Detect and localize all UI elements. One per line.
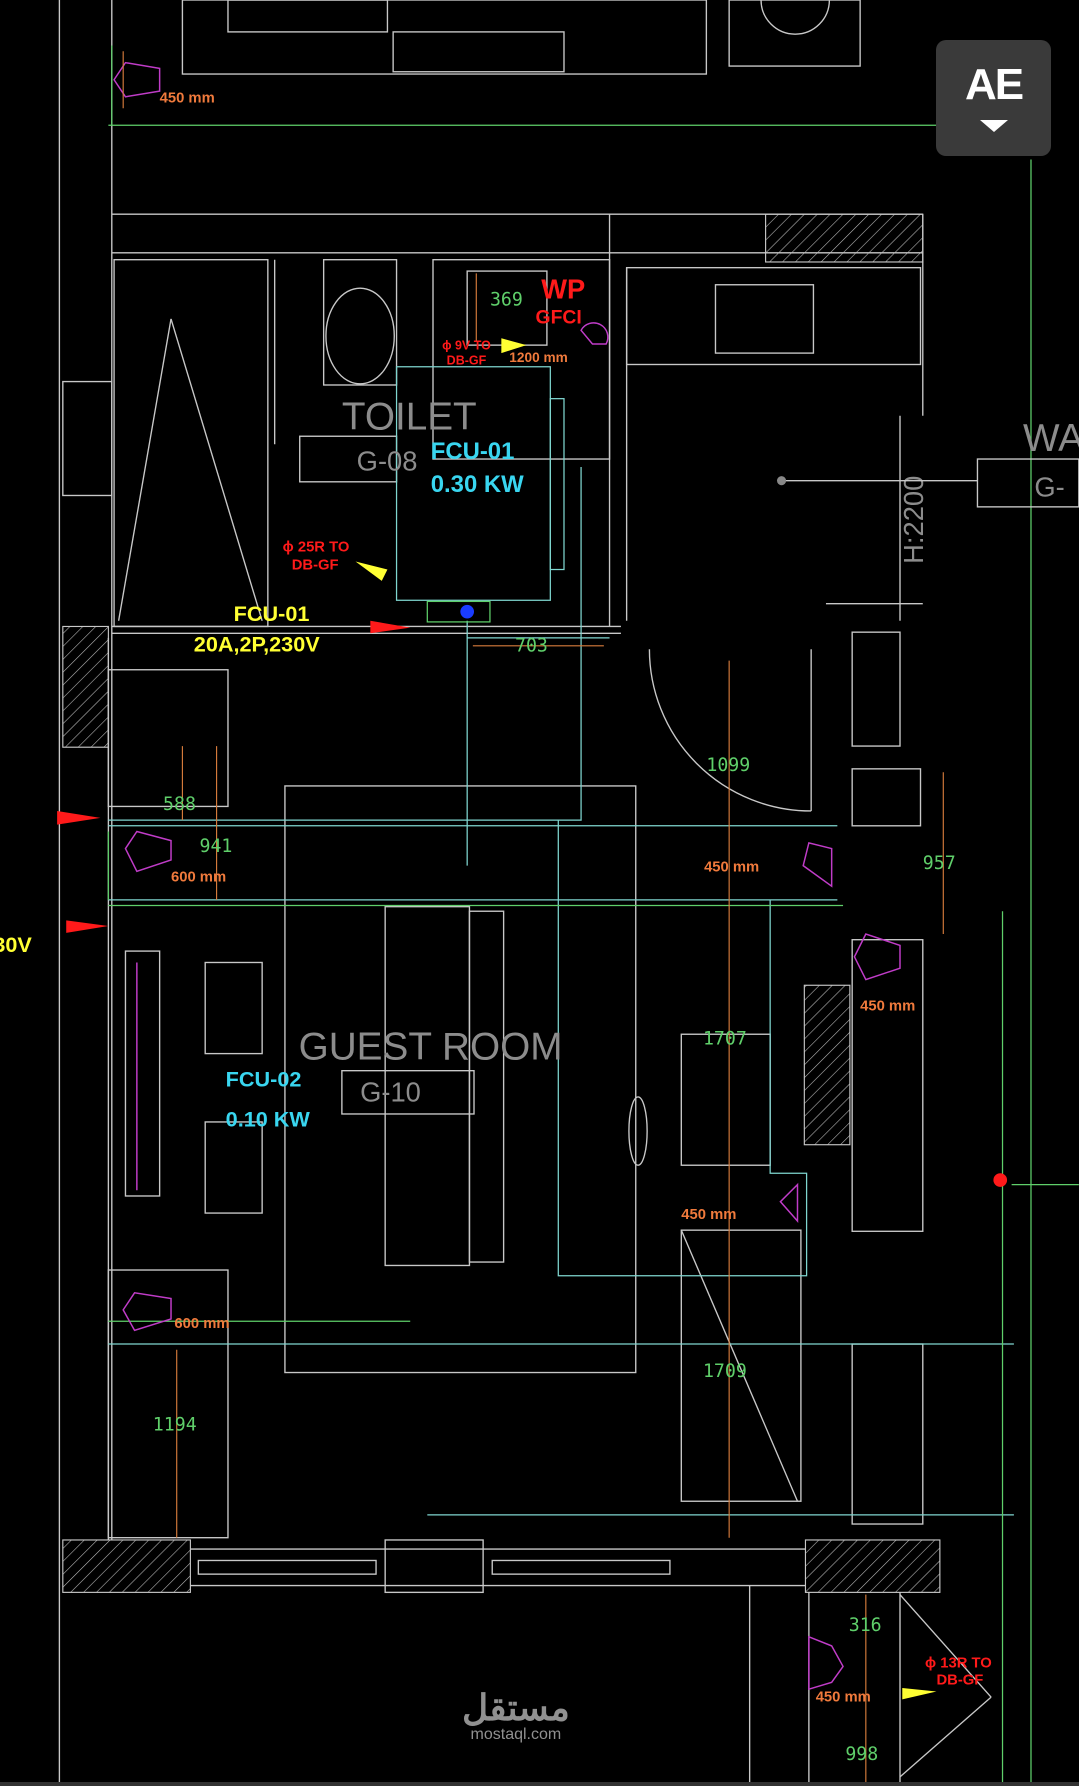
room-name-guest-room: GUEST ROOM [299, 1025, 563, 1068]
fcu-name: FCU-01 [431, 438, 515, 465]
note-13r-line2: DB-GF [936, 1673, 983, 1689]
fcu-units [107, 45, 1079, 1786]
mounting-height-label: 450 mm [160, 91, 215, 107]
fcu-power: 0.30 KW [431, 471, 524, 498]
text-size-button[interactable]: AE [936, 40, 1051, 156]
dimension-label: 703 [515, 636, 548, 657]
dimension-label: 1099 [706, 755, 750, 776]
dimension-label: 957 [923, 853, 956, 874]
dimension-label: 1707 [703, 1028, 747, 1049]
dimension-label: 1194 [153, 1415, 197, 1436]
room-tag-box [341, 1070, 475, 1115]
fcu-name: FCU-02 [226, 1067, 302, 1092]
mounting-height-label: 450 mm [681, 1207, 736, 1223]
walls [58, 0, 992, 1786]
dimension-label: 998 [845, 1744, 878, 1765]
mounting-height-label: 600 mm [171, 870, 226, 886]
circuit-name: FCU-01 [234, 601, 310, 626]
watermark-latin: mostaql.com [470, 1726, 562, 1743]
watermark-arabic: مستقل [462, 1687, 570, 1728]
circuit-partial-rating: 30V [0, 932, 32, 957]
dimension-label: 588 [163, 794, 196, 815]
fcu-power: 0.10 KW [226, 1107, 311, 1132]
wp-label: WP [541, 273, 585, 304]
note-9v-line2: DB-GF [447, 353, 487, 367]
note-9v-line1: ϕ 9V TO [442, 339, 491, 353]
watermark: مستقل mostaql.com [462, 1690, 570, 1744]
mounting-height-label: 450 mm [816, 1690, 871, 1706]
bottom-bar [0, 1782, 1079, 1786]
room-name-wa: WA [1023, 417, 1079, 460]
arrows [57, 338, 937, 1700]
mounting-height-label: 1200 mm [509, 350, 567, 365]
dimension-label: 369 [490, 289, 523, 310]
toilet-fixtures [299, 259, 611, 483]
mounting-height-label: 450 mm [704, 859, 759, 875]
room-code-toilet: G-08 [357, 445, 418, 476]
text-size-icon: AE [964, 60, 1024, 109]
room-code-guest-room: G-10 [360, 1076, 421, 1107]
chevron-down-icon [979, 120, 1008, 132]
dimension-label: 1709 [703, 1361, 747, 1382]
note-25r-line2: DB-GF [292, 558, 339, 574]
height-label: H:2200 [898, 476, 929, 564]
note-13r-line1: ϕ 13R TO [925, 1656, 992, 1672]
top-furniture [181, 0, 861, 75]
note-25r-line1: ϕ 25R TO [283, 539, 350, 555]
room-code-wa: G- [1034, 472, 1064, 503]
gfci-label: GFCI [536, 306, 582, 328]
dimension-label: 941 [199, 836, 232, 857]
room-name-toilet: TOILET [342, 395, 477, 438]
dimension-lines [122, 51, 944, 1786]
dimension-label: 316 [849, 1615, 882, 1636]
circuit-rating: 20A,2P,230V [194, 632, 320, 657]
mounting-height-label: 600 mm [174, 1316, 229, 1332]
mounting-height-label: 450 mm [860, 998, 915, 1014]
